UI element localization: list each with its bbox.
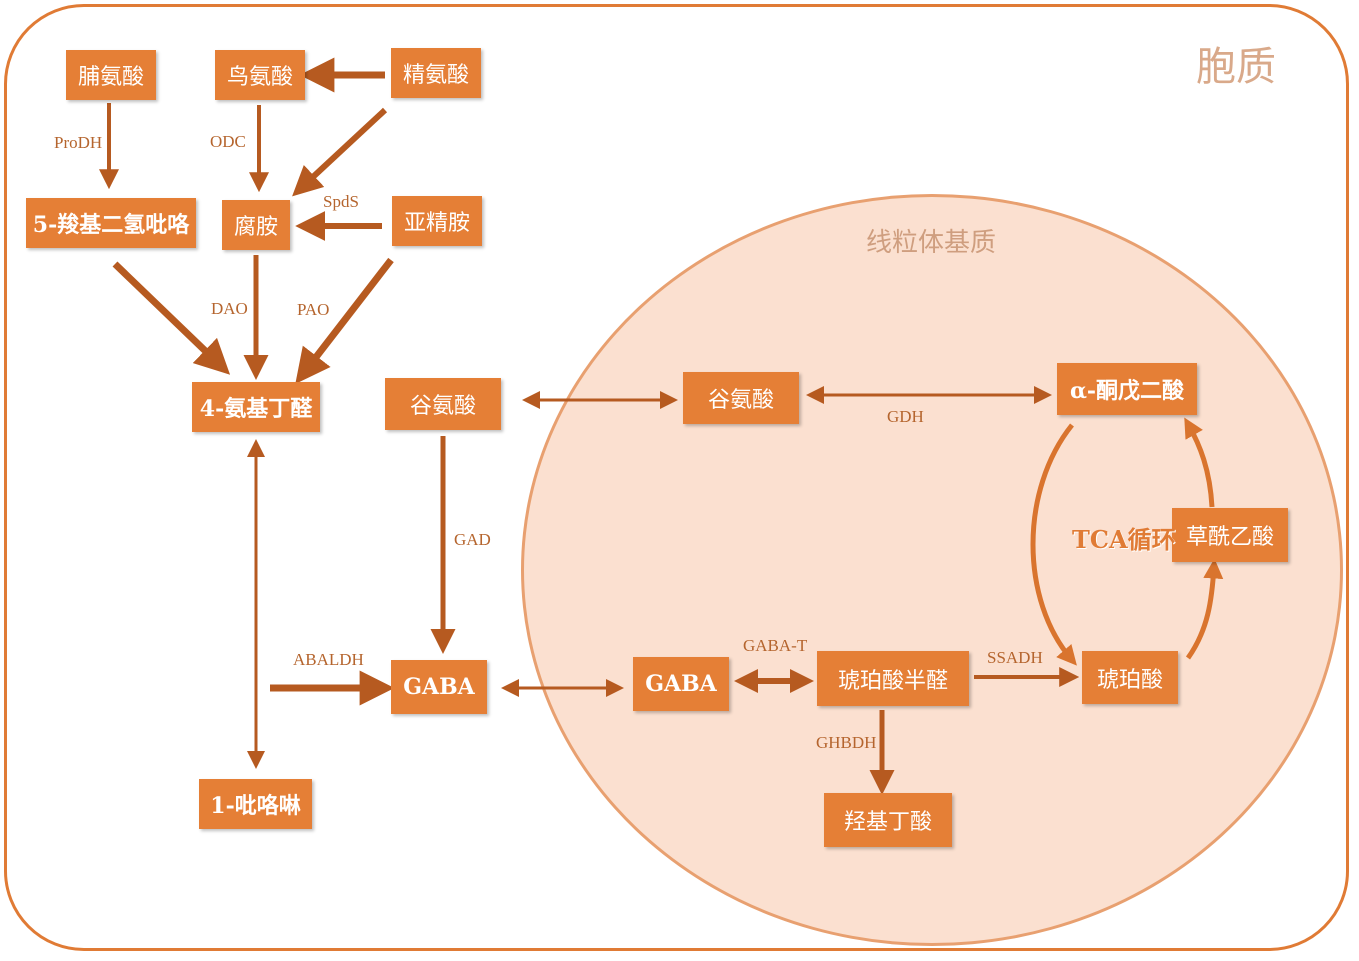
node-ssa: 琥珀酸半醛 [817, 651, 969, 706]
enzyme-spds: SpdS [323, 192, 359, 211]
enzyme-pao: PAO [297, 300, 330, 319]
arrow-arginine-putrescine [292, 107, 388, 197]
arrow-spermidine-aminobutanal [295, 257, 394, 384]
arrow-tca-akg-succinate [1030, 423, 1077, 666]
tca-cycle-label: TCA循环 [1072, 525, 1176, 554]
node-gaba-cyto: GABA [391, 660, 487, 714]
enzyme-odc: ODC [210, 132, 246, 151]
node-ghb: 羟基丁酸 [824, 793, 952, 847]
arrow-tca-succinate-oxaloacetate [1185, 558, 1224, 660]
node-pyrroline: 1-吡咯啉 [199, 779, 312, 829]
cytoplasm-boundary [4, 4, 1349, 951]
enzyme-ssadh: SSADH [987, 648, 1043, 667]
node-gaba-mito: GABA [633, 657, 729, 711]
node-akg: α-酮戊二酸 [1057, 363, 1197, 415]
enzyme-gabat: GABA-T [743, 636, 808, 655]
node-putrescine: 腐胺 [222, 200, 290, 250]
cytoplasm-label: 胞质 [1196, 44, 1276, 90]
node-spermidine: 亚精胺 [392, 196, 482, 246]
mito-matrix-label: 线粒体基质 [866, 228, 997, 258]
node-arginine: 精氨酸 [391, 48, 481, 98]
enzyme-gad: GAD [454, 530, 491, 549]
enzyme-abaldh: ABALDH [293, 650, 364, 669]
node-succinate: 琥珀酸 [1082, 651, 1178, 704]
node-oxaloacetate: 草酰乙酸 [1172, 508, 1288, 562]
enzyme-dao: DAO [211, 299, 248, 318]
node-aminobutanal: 4-氨基丁醛 [192, 382, 320, 432]
arrow-p5c-aminobutanal [112, 261, 231, 375]
node-glutamate-cyto: 谷氨酸 [385, 378, 501, 430]
node-ornithine: 鸟氨酸 [215, 50, 305, 100]
node-p5c: 5-羧基二氢吡咯 [26, 198, 196, 248]
node-proline: 脯氨酸 [66, 50, 156, 100]
arrow-tca-oxaloacetate-akg [1184, 417, 1215, 508]
enzyme-gdh: GDH [887, 407, 924, 426]
enzyme-ghbdh: GHBDH [816, 733, 877, 752]
enzyme-prodh: ProDH [54, 133, 103, 152]
node-glutamate-mito: 谷氨酸 [683, 372, 799, 424]
